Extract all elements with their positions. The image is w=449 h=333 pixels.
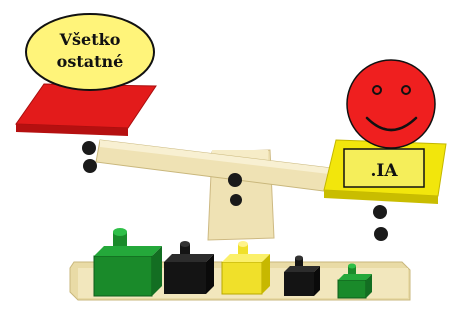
weight-green-small [337, 263, 372, 299]
pivot-peg [230, 194, 242, 206]
right-pan-edge [324, 190, 438, 204]
weight-green-large [93, 228, 162, 297]
bubble-text-line1: Všetko [59, 30, 121, 49]
beam-peg [374, 227, 388, 241]
weight-black-2 [284, 255, 320, 296]
weight-yellow [221, 241, 270, 295]
ja-tag [343, 148, 425, 188]
beam-peg [83, 159, 97, 173]
scale-beam-highlight [100, 140, 380, 180]
smiley-face-icon [346, 59, 436, 149]
weight-black-1 [164, 241, 214, 294]
ja-tag-text: .IA [370, 161, 398, 181]
beam-peg [373, 205, 387, 219]
left-pan-edge [16, 124, 128, 136]
bubble-text-line2: ostatné [57, 52, 124, 71]
speech-bubble [25, 13, 155, 91]
pivot-peg [228, 173, 242, 187]
beam-peg [82, 141, 96, 155]
